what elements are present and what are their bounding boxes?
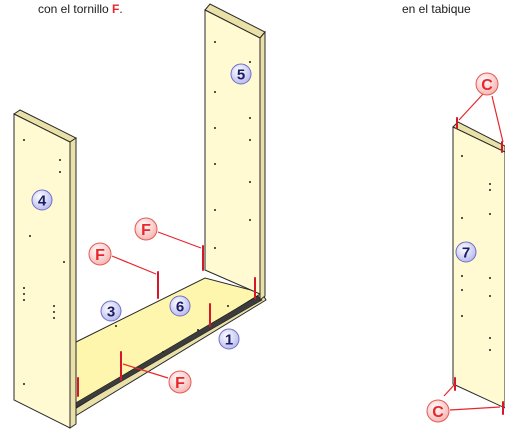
partition-7 bbox=[452, 126, 505, 409]
leader-f-2 bbox=[157, 231, 202, 249]
part-badge-1: 1 bbox=[218, 328, 240, 350]
part-badge-6: 6 bbox=[169, 295, 191, 317]
caption-left: con el tornillo F. bbox=[38, 2, 123, 16]
hardware-label-c-bottom: C bbox=[426, 399, 450, 423]
panel-4-holes bbox=[23, 139, 65, 385]
part-badge-6-text: 6 bbox=[176, 299, 184, 316]
caption-left-highlight: F bbox=[112, 2, 120, 16]
part-badge-4: 4 bbox=[31, 189, 53, 211]
base-holes bbox=[115, 305, 229, 353]
part-badge-7-text: 7 bbox=[462, 245, 470, 262]
hardware-label-f-3-text: F bbox=[175, 375, 185, 392]
part-badge-5: 5 bbox=[230, 63, 252, 85]
leader-c-top-1 bbox=[458, 93, 484, 121]
part-badge-1-text: 1 bbox=[225, 332, 233, 349]
hardware-label-c-bottom-text: C bbox=[432, 404, 444, 421]
hardware-label-f-2: F bbox=[134, 217, 158, 241]
hardware-label-c-top-text: C bbox=[481, 77, 493, 94]
partition-7-holes bbox=[461, 155, 491, 351]
leader-f-3 bbox=[122, 363, 169, 379]
leader-c-bottom-1 bbox=[443, 383, 456, 397]
part-badge-3: 3 bbox=[100, 300, 122, 322]
hardware-label-f-1-text: F bbox=[95, 247, 105, 264]
caption-left-end: . bbox=[119, 2, 123, 16]
part-badge-7: 7 bbox=[455, 241, 477, 263]
leader-c-bottom-2 bbox=[449, 406, 501, 411]
side-panel-5-thickness bbox=[259, 30, 266, 302]
caption-left-text: con el tornillo bbox=[38, 2, 113, 16]
leader-f-1 bbox=[111, 255, 157, 275]
hardware-label-f-2-text: F bbox=[141, 222, 151, 239]
leader-c-top-2 bbox=[491, 95, 504, 143]
caption-right: en el tabique bbox=[402, 2, 471, 16]
panel-5-holes bbox=[214, 41, 251, 249]
part-badge-5-text: 5 bbox=[237, 67, 245, 84]
hardware-label-f-1: F bbox=[88, 242, 112, 266]
hardware-label-f-3: F bbox=[168, 370, 192, 394]
side-panel-4 bbox=[13, 113, 71, 429]
side-panel-4-thickness bbox=[69, 137, 77, 429]
hardware-label-c-top: C bbox=[475, 72, 499, 96]
part-badge-4-text: 4 bbox=[38, 193, 47, 210]
screws-f bbox=[77, 245, 256, 397]
part-badge-3-text: 3 bbox=[107, 304, 115, 321]
side-panel-5 bbox=[204, 9, 261, 295]
